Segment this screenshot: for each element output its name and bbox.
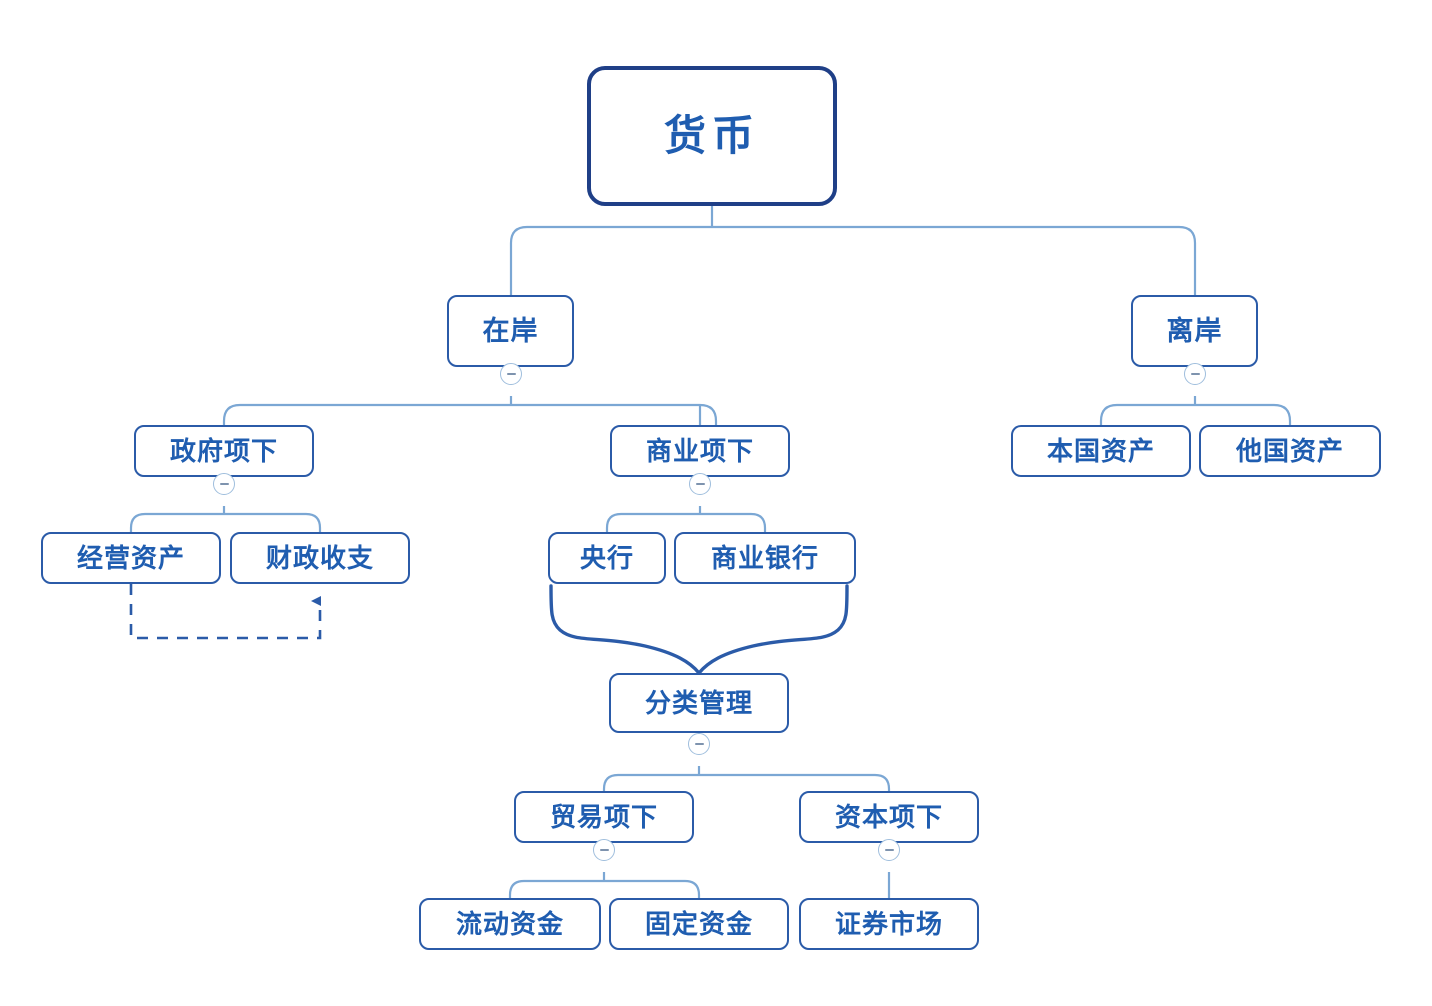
- toggle-classified-collapse-icon[interactable]: [688, 733, 710, 755]
- node-commercial[interactable]: 商业项下: [610, 425, 790, 477]
- node-label-foreign-asset: 他国资产: [1235, 436, 1344, 466]
- edge-banks-classified-brace: [549, 584, 849, 675]
- minus-icon: [695, 483, 705, 485]
- node-comm-bank[interactable]: 商业银行: [674, 532, 856, 584]
- node-gov[interactable]: 政府项下: [134, 425, 314, 477]
- minus-icon: [884, 849, 894, 851]
- edge-classified-children: [602, 733, 891, 791]
- toggle-onshore-collapse-icon[interactable]: [500, 363, 522, 385]
- toggle-offshore-collapse-icon[interactable]: [1184, 363, 1206, 385]
- minus-icon: [1190, 373, 1200, 375]
- minus-icon: [694, 743, 704, 745]
- node-label-trade: 贸易项下: [549, 802, 658, 832]
- node-label-classified: 分类管理: [644, 688, 753, 718]
- minus-icon: [599, 849, 609, 851]
- node-offshore[interactable]: 离岸: [1131, 295, 1258, 367]
- toggle-gov-collapse-icon[interactable]: [213, 473, 235, 495]
- node-label-capital: 资本项下: [834, 802, 943, 832]
- node-label-comm-bank: 商业银行: [710, 543, 819, 573]
- node-label-securities: 证券市场: [834, 909, 943, 939]
- node-domestic-asset[interactable]: 本国资产: [1011, 425, 1191, 477]
- node-label-fiscal: 财政收支: [265, 543, 374, 573]
- node-classified[interactable]: 分类管理: [609, 673, 789, 733]
- minus-icon: [506, 373, 516, 375]
- node-securities[interactable]: 证券市场: [799, 898, 979, 950]
- node-fixed-capital[interactable]: 固定资金: [609, 898, 789, 950]
- edge-operating-to-fiscal-dashed: [129, 584, 322, 640]
- toggle-capital-collapse-icon[interactable]: [878, 839, 900, 861]
- node-label-central-bank: 央行: [579, 543, 634, 573]
- edge-commercial-children: [605, 477, 767, 532]
- node-capital[interactable]: 资本项下: [799, 791, 979, 843]
- edge-onshore-children: [222, 367, 718, 425]
- toggle-commercial-collapse-icon[interactable]: [689, 473, 711, 495]
- node-operating-asset[interactable]: 经营资产: [41, 532, 221, 584]
- node-label-onshore: 在岸: [482, 315, 539, 346]
- toggle-trade-collapse-icon[interactable]: [593, 839, 615, 861]
- node-label-offshore: 离岸: [1166, 315, 1223, 346]
- node-trade[interactable]: 贸易项下: [514, 791, 694, 843]
- node-label-gov: 政府项下: [169, 436, 278, 466]
- node-foreign-asset[interactable]: 他国资产: [1199, 425, 1381, 477]
- node-label-fixed-capital: 固定资金: [644, 909, 753, 939]
- node-central-bank[interactable]: 央行: [548, 532, 666, 584]
- node-label-domestic-asset: 本国资产: [1046, 436, 1155, 466]
- node-currency[interactable]: 货币: [587, 66, 837, 206]
- node-label-operating-asset: 经营资产: [76, 543, 185, 573]
- node-onshore[interactable]: 在岸: [447, 295, 574, 367]
- node-fiscal[interactable]: 财政收支: [230, 532, 410, 584]
- node-working-capital[interactable]: 流动资金: [419, 898, 601, 950]
- node-label-currency: 货币: [663, 112, 760, 159]
- edge-currency-onshore: [509, 206, 714, 295]
- minus-icon: [219, 483, 229, 485]
- node-label-working-capital: 流动资金: [455, 909, 564, 939]
- node-label-commercial: 商业项下: [645, 436, 754, 466]
- edge-currency-offshore: [712, 225, 1197, 295]
